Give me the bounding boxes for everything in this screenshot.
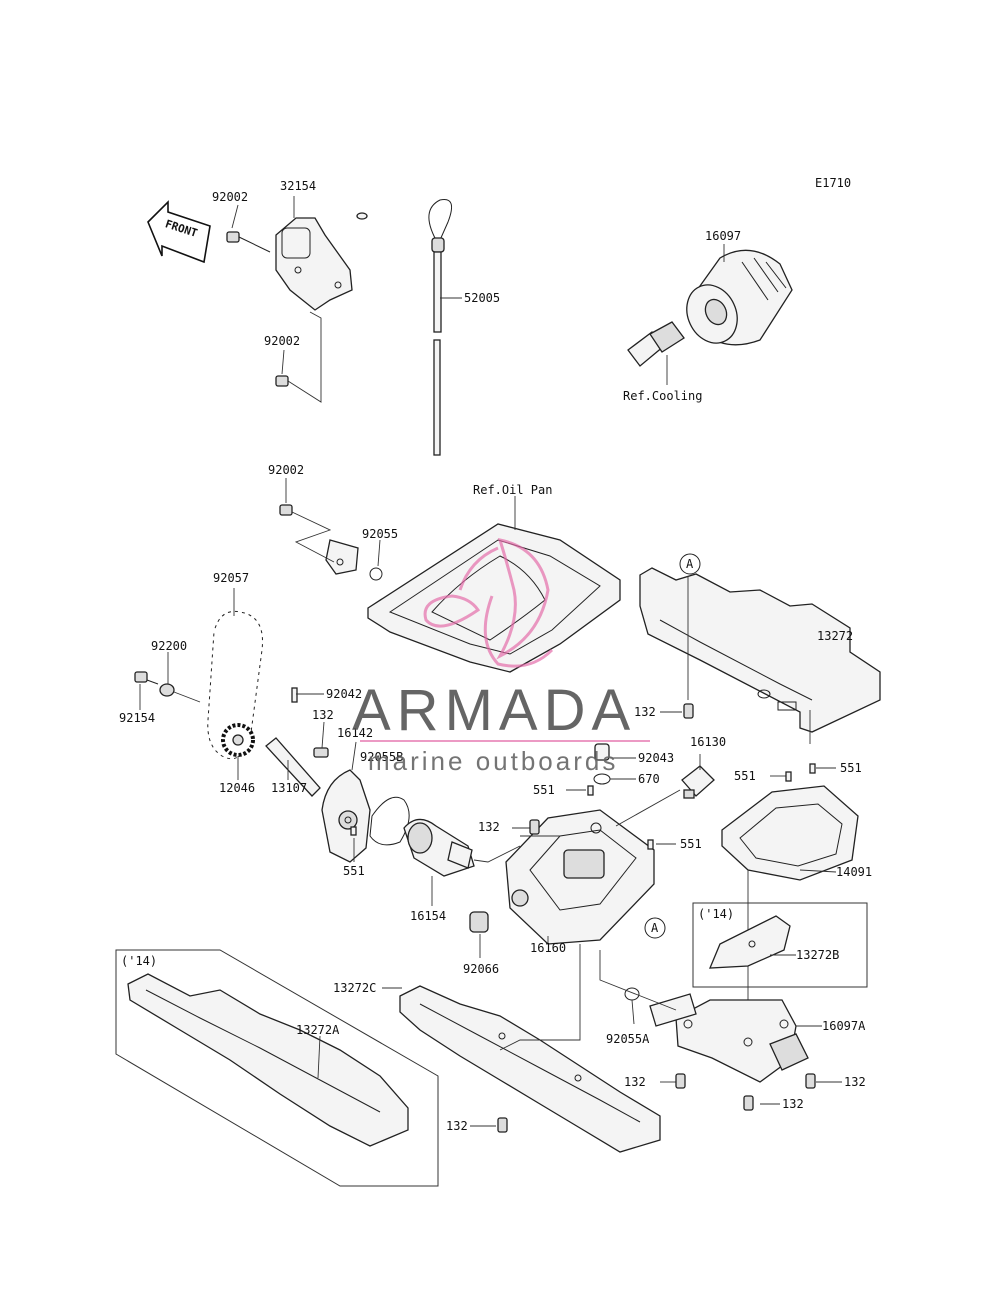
dipstick-guide-tube (325, 212, 398, 575)
part-label-132-oilpan: 132 (634, 705, 656, 719)
oil-pressure-switch (681, 765, 715, 799)
svg-text:A: A (651, 921, 659, 935)
dowel-551-housing (587, 785, 594, 796)
ref-oil-pan-label: Ref.Oil Pan (473, 483, 552, 497)
bolt-92002-middle (275, 311, 322, 403)
oil-level-bracket (275, 217, 353, 311)
diagram-code: E1710 (815, 176, 851, 190)
variant-tag-left: ('14) (121, 954, 157, 968)
oring-92055 (369, 567, 383, 581)
part-label-16154: 16154 (410, 909, 446, 923)
watermark-tagline: marine outboards (368, 746, 618, 776)
part-label-13272: 13272 (817, 629, 853, 643)
dowel-551-cover-left (785, 771, 792, 782)
plate-13272 (639, 567, 881, 744)
oil-pump-sprocket (221, 723, 255, 757)
oring-92055a (624, 987, 640, 1001)
bolt-132-cooler-right (805, 1073, 816, 1089)
dowel-551-left (350, 826, 357, 836)
part-label-16097: 16097 (705, 229, 741, 243)
front-arrow-icon: FRONT (147, 200, 211, 264)
bolt-132-cooler-left (675, 1073, 686, 1089)
part-label-14091: 14091 (836, 865, 872, 879)
plate-13272a (127, 973, 409, 1147)
part-label-132-housing: 132 (478, 820, 500, 834)
part-label-551-pump: 551 (343, 864, 365, 878)
oil-pan-reference (367, 496, 621, 673)
oil-pump-shaft (265, 737, 321, 797)
part-label-92055: 92055 (362, 527, 398, 541)
oil-dipstick (428, 198, 453, 456)
part-label-132-pump: 132 (312, 708, 334, 722)
sleeve-92043 (594, 743, 610, 761)
bolt-132-pump (313, 747, 329, 758)
dowel-551-cover-right (809, 763, 816, 774)
part-label-92200: 92200 (151, 639, 187, 653)
armada-logo-icon (423, 538, 554, 668)
part-label-92002-top: 92002 (212, 190, 248, 204)
variant-frame-right (692, 902, 868, 988)
oil-pump-housing (505, 809, 655, 945)
pin-92042 (291, 687, 298, 703)
oil-filter-union (627, 321, 685, 385)
bolt-132-housing (529, 819, 540, 835)
variant-frame-left (115, 949, 439, 1187)
part-label-551-housing-right: 551 (680, 837, 702, 851)
dowel-551-housing-right (647, 839, 654, 850)
part-label-32154: 32154 (280, 179, 316, 193)
part-label-132-cooler-left: 132 (624, 1075, 646, 1089)
part-label-16160: 16160 (530, 941, 566, 955)
part-label-13272a: 13272A (296, 1023, 340, 1037)
part-label-92055a: 92055A (606, 1032, 650, 1046)
part-label-551-cover-right: 551 (840, 761, 862, 775)
plug-92066 (469, 911, 489, 933)
bolt-132-plate-c (497, 1117, 508, 1133)
variant-tag-right: ('14) (698, 907, 734, 921)
bolt-92002-top (226, 231, 271, 253)
svg-text:A: A (686, 557, 694, 571)
part-label-670: 670 (638, 772, 660, 786)
part-label-92043: 92043 (638, 751, 674, 765)
oil-strainer (403, 818, 475, 877)
callout-a-bottom: A (644, 917, 666, 939)
part-label-92042: 92042 (326, 687, 362, 701)
oil-filter (686, 249, 793, 346)
part-label-92057: 92057 (213, 571, 249, 585)
part-label-92055b: 92055B (360, 750, 403, 764)
part-label-16142: 16142 (337, 726, 373, 740)
oil-cooler-16097a (649, 993, 809, 1083)
part-label-92066: 92066 (463, 962, 499, 976)
part-label-551-cover-left: 551 (734, 769, 756, 783)
ref-cooling-label: Ref.Cooling (623, 389, 702, 403)
part-label-92002-middle: 92002 (264, 334, 300, 348)
part-label-13107: 13107 (271, 781, 307, 795)
plate-13272b (709, 915, 791, 969)
part-label-92002-lower: 92002 (268, 463, 304, 477)
part-label-52005: 52005 (464, 291, 500, 305)
callout-a-top: A (679, 553, 701, 575)
armada-watermark: ARMADA marine outboards (352, 538, 650, 776)
bolt-132-oilpan (683, 703, 694, 719)
part-label-92154: 92154 (119, 711, 155, 725)
part-label-132-cooler-bottom: 132 (782, 1097, 804, 1111)
leader-lines (139, 196, 842, 1127)
pump-gasket-92055b (369, 796, 410, 846)
part-label-13272b: 13272B (796, 948, 839, 962)
oil-pump-body (321, 769, 371, 863)
cover-14091 (721, 785, 859, 1030)
part-label-16097a: 16097A (822, 1019, 866, 1033)
bolt-92154 (134, 671, 159, 685)
bolt-92002-lower (279, 504, 335, 563)
watermark-brand: ARMADA (352, 678, 636, 743)
part-label-16130: 16130 (690, 735, 726, 749)
part-label-13272c: 13272C (333, 981, 376, 995)
bolt-132-cooler-bottom (743, 1095, 754, 1111)
part-label-132-plate-c: 132 (446, 1119, 468, 1133)
part-label-12046: 12046 (219, 781, 255, 795)
plate-13272c (399, 985, 661, 1153)
part-label-551-housing: 551 (533, 783, 555, 797)
washer-92200 (159, 683, 201, 703)
part-label-132-cooler-right: 132 (844, 1075, 866, 1089)
